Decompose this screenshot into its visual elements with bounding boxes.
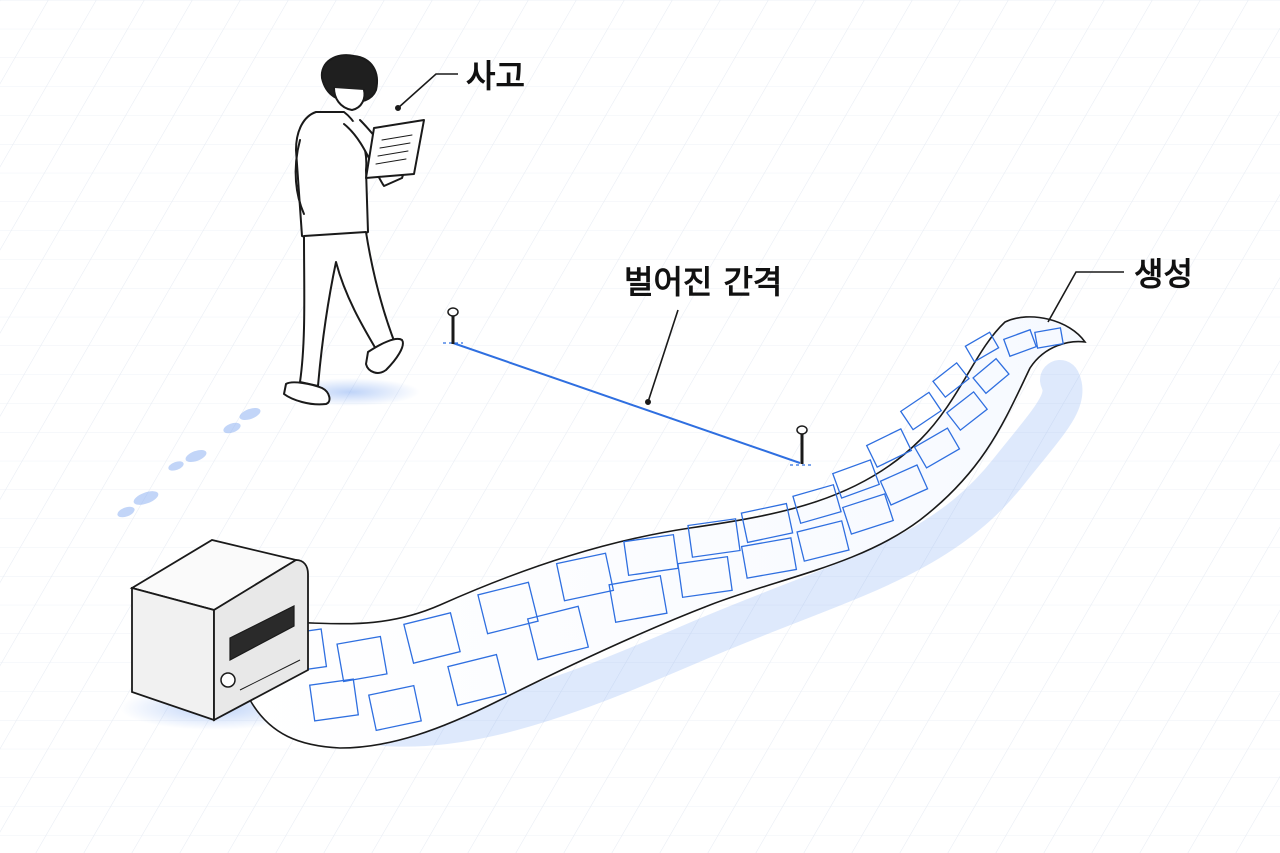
wireframe-panel	[477, 581, 539, 635]
wireframe-panel	[555, 552, 615, 602]
gap-line	[452, 342, 801, 464]
footprint	[168, 461, 184, 471]
paper-strip	[237, 316, 1087, 749]
footprints	[117, 407, 261, 518]
wireframe-panel	[677, 555, 733, 599]
walking-reader-icon	[283, 54, 425, 406]
wireframe-panel	[879, 464, 929, 506]
leader-line-generation	[1047, 271, 1124, 323]
stake-pin-icon	[796, 425, 808, 464]
machine-seam	[239, 659, 301, 691]
footprint	[185, 449, 207, 463]
footprint	[239, 407, 261, 421]
wireframe-panel	[1034, 327, 1064, 349]
person-shoe-back	[365, 338, 404, 374]
wireframe-panel	[367, 684, 423, 732]
wireframe-panel	[932, 361, 970, 399]
label-generation: 생성	[1134, 255, 1193, 293]
footprint	[223, 422, 241, 434]
wireframe-panel	[308, 678, 360, 722]
wireframe-panel	[608, 575, 668, 623]
leader-line-thought	[397, 73, 458, 109]
person-face	[333, 87, 366, 111]
footprint	[133, 491, 159, 505]
person-shoe-front	[283, 381, 331, 406]
machine-slot	[229, 605, 295, 661]
gap-measure	[443, 307, 812, 466]
footprint	[117, 506, 135, 518]
paper-shadow	[280, 360, 1083, 747]
leader-lines	[394, 73, 1124, 405]
wireframe-panel	[841, 493, 895, 535]
wireframe-panel	[687, 518, 741, 558]
wireframe-panel	[792, 483, 842, 525]
wireframe-panel	[740, 537, 798, 579]
wireframe-panel	[945, 390, 989, 432]
stake-pin-icon	[447, 307, 459, 344]
wireframe-panel	[740, 502, 794, 544]
wireframe-panel	[913, 427, 961, 469]
wireframe-panel	[796, 520, 850, 562]
wireframe-panel	[403, 612, 461, 664]
person-arm-back	[294, 139, 305, 215]
wireframe-panel	[865, 428, 913, 468]
wireframe-panel	[831, 459, 881, 499]
leader-dot	[394, 105, 401, 112]
leader-dot	[644, 398, 651, 405]
person-pants	[299, 231, 397, 387]
label-thought: 사고	[466, 57, 525, 95]
wireframe-panels	[274, 327, 1064, 732]
wireframe-panel	[447, 653, 507, 707]
printer-machine-icon	[129, 539, 309, 722]
reading-paper-icon	[365, 119, 425, 179]
machine-knob	[220, 672, 236, 688]
label-gap: 벌어진 간격	[624, 263, 783, 301]
wireframe-panel	[623, 533, 679, 577]
wireframe-panel	[526, 605, 590, 661]
wireframe-panel	[1002, 328, 1038, 358]
leader-line-gap	[647, 309, 679, 403]
wireframe-panel	[972, 357, 1010, 395]
wireframe-panel	[964, 331, 1000, 363]
wireframe-panel	[336, 635, 388, 683]
paper-strip-body	[237, 316, 1087, 749]
wireframe-panel	[899, 391, 943, 431]
